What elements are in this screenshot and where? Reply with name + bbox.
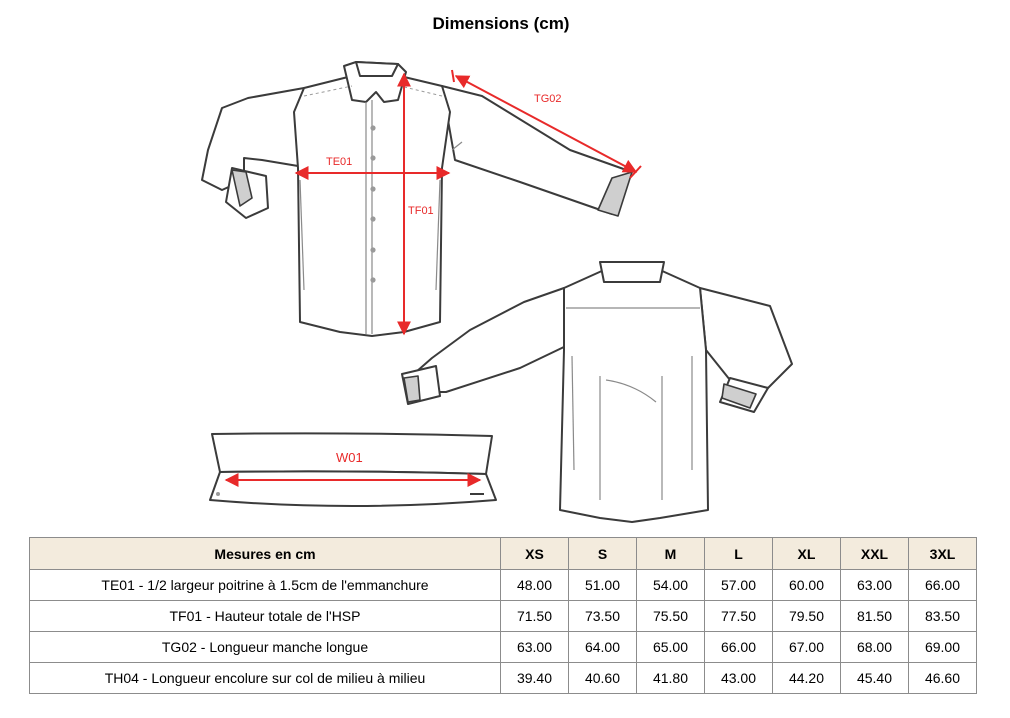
table-cell: 68.00 [840, 631, 909, 663]
measurement-tf01: TF01 [397, 72, 434, 336]
table-row: TF01 - Hauteur totale de l'HSP 71.50 73.… [29, 600, 977, 632]
measurement-tg02: TG02 [451, 69, 642, 179]
table-row: TH04 - Longueur encolure sur col de mili… [29, 662, 977, 694]
table-cell: 57.00 [704, 569, 773, 601]
row-label: TE01 - 1/2 largeur poitrine à 1.5cm de l… [29, 569, 501, 601]
collar-band-bottom [209, 470, 497, 507]
table-row: TG02 - Longueur manche longue 63.00 64.0… [29, 631, 977, 663]
table-cell: 48.00 [500, 569, 569, 601]
table-cell: 60.00 [772, 569, 841, 601]
page-title: Dimensions (cm) [432, 14, 570, 33]
table-cell: 75.50 [636, 600, 705, 632]
table-cell: 51.00 [568, 569, 637, 601]
table-cell: 45.40 [840, 662, 909, 694]
measurement-te01: TE01 [294, 156, 451, 180]
column-header-3xl: 3XL [908, 537, 977, 570]
table-cell: 41.80 [636, 662, 705, 694]
table-cell: 63.00 [500, 631, 569, 663]
table-cell: 63.00 [840, 569, 909, 601]
table-header-row: Mesures en cm XS S M L XL XXL 3XL [29, 537, 977, 570]
collar-flat [209, 432, 497, 507]
row-label: TG02 - Longueur manche longue [29, 631, 501, 663]
table-cell: 64.00 [568, 631, 637, 663]
size-table: Mesures en cm XS S M L XL XXL 3XL TE01 -… [29, 537, 977, 694]
table-cell: 39.40 [500, 662, 569, 694]
column-header-l: L [704, 537, 773, 570]
table-cell: 66.00 [704, 631, 773, 663]
back-sleeve-right [699, 287, 793, 389]
table-cell: 69.00 [908, 631, 977, 663]
column-header-xxl: XXL [840, 537, 909, 570]
row-label: TF01 - Hauteur totale de l'HSP [29, 600, 501, 632]
table-cell: 67.00 [772, 631, 841, 663]
column-header-m: M [636, 537, 705, 570]
tg02-label: TG02 [534, 93, 562, 105]
table-cell: 73.50 [568, 600, 637, 632]
table-cell: 71.50 [500, 600, 569, 632]
column-header-measure: Mesures en cm [29, 537, 501, 570]
back-collar [599, 261, 665, 283]
column-header-xs: XS [500, 537, 569, 570]
table-cell: 77.50 [704, 600, 773, 632]
table-cell: 43.00 [704, 662, 773, 694]
table-cell: 46.60 [908, 662, 977, 694]
table-cell: 65.00 [636, 631, 705, 663]
table-cell: 66.00 [908, 569, 977, 601]
table-cell: 83.50 [908, 600, 977, 632]
table-cell: 44.20 [772, 662, 841, 694]
back-shirt [401, 261, 793, 523]
measurement-w01: W01 [224, 450, 482, 487]
front-cuff-extended [597, 171, 633, 217]
table-cell: 40.60 [568, 662, 637, 694]
table-cell: 79.50 [772, 600, 841, 632]
front-sleeve-extended [441, 85, 633, 215]
column-header-s: S [568, 537, 637, 570]
table-cell: 54.00 [636, 569, 705, 601]
front-sleeve-bent [201, 87, 305, 191]
table-cell: 81.50 [840, 600, 909, 632]
row-label: TH04 - Longueur encolure sur col de mili… [29, 662, 501, 694]
table-row: TE01 - 1/2 largeur poitrine à 1.5cm de l… [29, 569, 977, 601]
shirt-diagram: TE01 TF01 TG02 [201, 61, 793, 523]
column-header-xl: XL [772, 537, 841, 570]
tf01-label: TF01 [408, 205, 434, 217]
te01-label: TE01 [326, 156, 352, 168]
w01-label: W01 [336, 450, 363, 465]
